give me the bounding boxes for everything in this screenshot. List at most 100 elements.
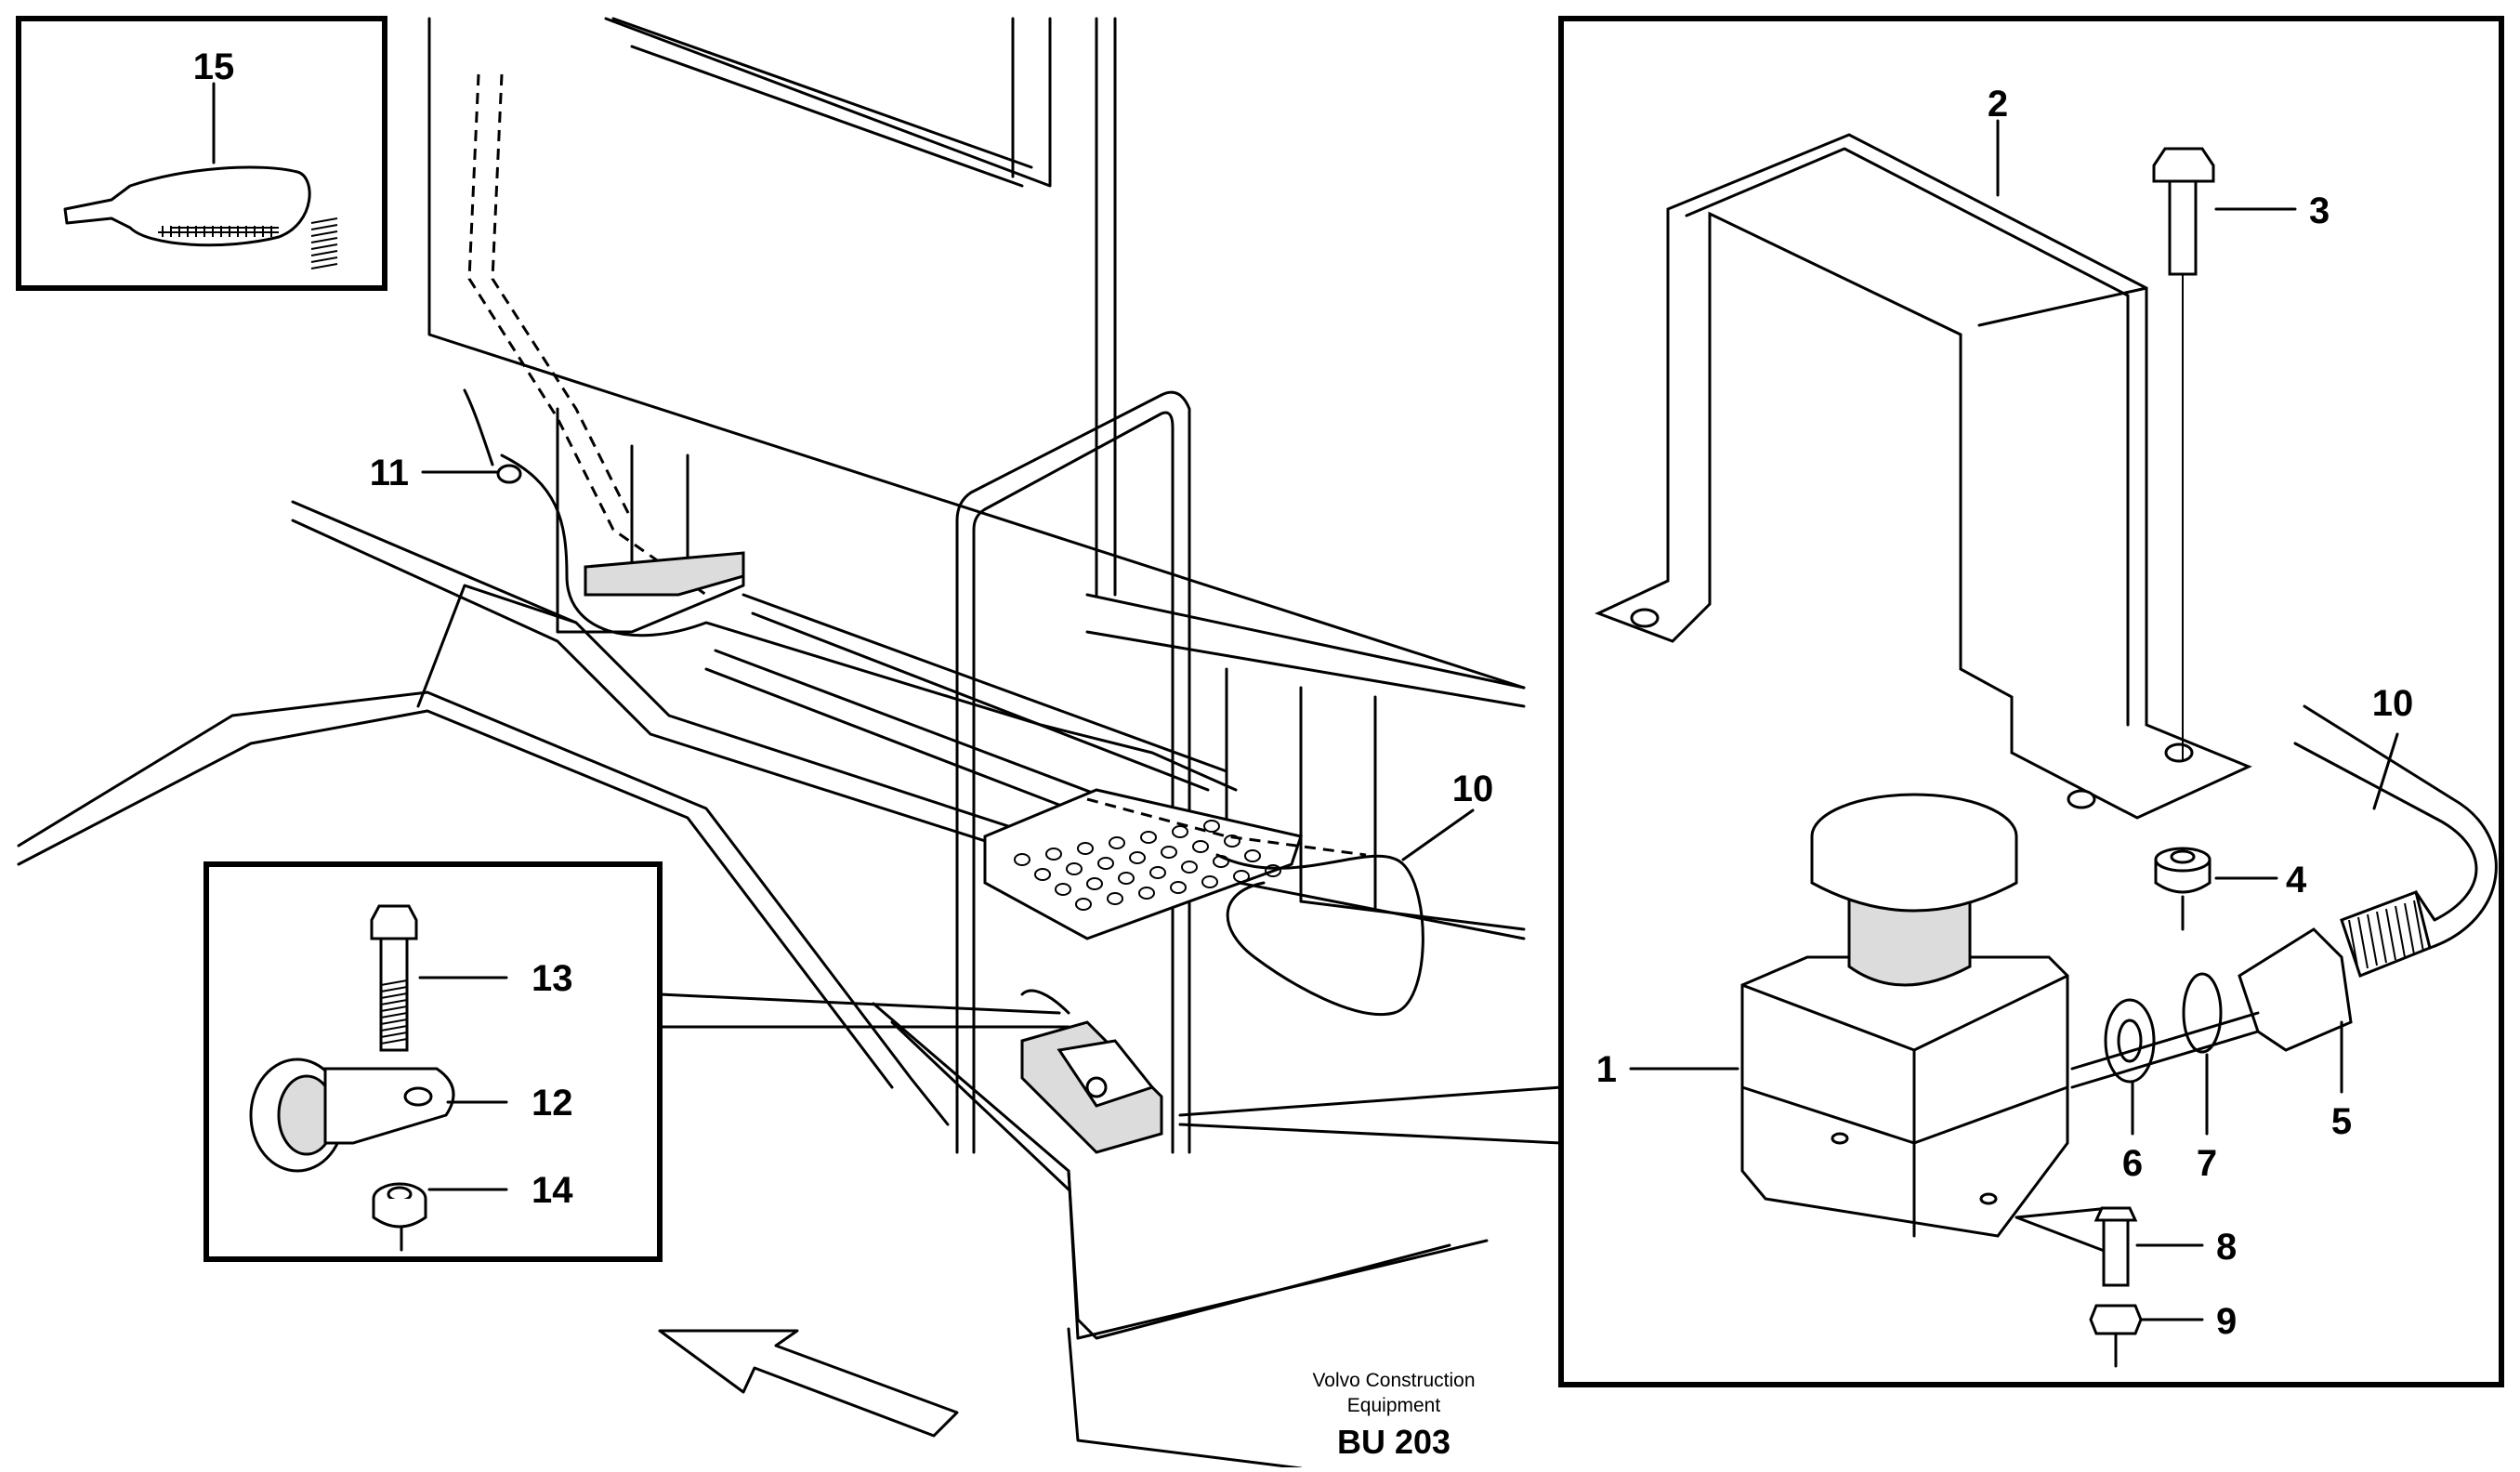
- leader-detail-right-a: [1178, 1085, 1563, 1117]
- switch-knob-cap: [1810, 836, 2018, 913]
- window-band: [611, 17, 1033, 188]
- thread-line: [310, 250, 338, 256]
- cable-hidden-upper: [467, 73, 707, 597]
- platform-rail: [742, 593, 1228, 792]
- fender-outline-2: [17, 709, 894, 1089]
- switch-screw-b: [1979, 1192, 1998, 1205]
- plate-hole: [1161, 846, 1177, 859]
- callout-10-left: 10: [1452, 769, 1494, 809]
- callout-11: 11: [370, 453, 409, 493]
- step-plate: [983, 788, 1303, 940]
- plate-hole: [1014, 853, 1030, 866]
- main-cable: [500, 453, 1238, 792]
- thread-line: [2376, 911, 2387, 964]
- callout-2: 2: [1988, 84, 2008, 125]
- plate-hole: [1244, 849, 1261, 862]
- credit-line-2: Equipment: [1347, 1395, 1441, 1416]
- bolt-8-shank: [2102, 1218, 2130, 1287]
- plate-hole: [1077, 842, 1094, 855]
- callout-6: 6: [2122, 1143, 2143, 1184]
- leader-10-right: [2372, 732, 2399, 810]
- plate-hole: [1192, 840, 1209, 853]
- callout-14: 14: [532, 1170, 573, 1211]
- plate-hole: [1149, 866, 1166, 879]
- plate-hole: [1172, 825, 1188, 838]
- bracket-2-inner: [1685, 147, 2130, 727]
- callout-15: 15: [193, 46, 235, 87]
- cable-hidden-upper-2: [491, 73, 634, 521]
- plate-hole: [1086, 877, 1103, 890]
- direction-arrow: [658, 1329, 959, 1438]
- plate-hole: [1138, 887, 1155, 900]
- callout-10-right: 10: [2372, 683, 2414, 724]
- thread-line: [2404, 902, 2415, 955]
- step-plate-holes: [1014, 820, 1281, 911]
- detail-box-clamp: 13 12 14: [203, 861, 663, 1262]
- leader-detail-left-a: [658, 992, 1061, 1015]
- cable-tie-teeth: [158, 227, 279, 233]
- thread-line: [2385, 908, 2396, 961]
- nut-14-hole: [387, 1186, 413, 1203]
- thread-line: [380, 986, 408, 992]
- detail-box-clamp-frame: [203, 861, 663, 1262]
- leader-10-left: [1401, 808, 1475, 861]
- callout-12: 12: [532, 1083, 573, 1124]
- bracket-2: [1595, 133, 2252, 820]
- plate-hole: [1045, 848, 1062, 861]
- switch-bolt-mounted: [1085, 1076, 1108, 1098]
- bracket-2-edge: [1977, 286, 2148, 327]
- callout-8: 8: [2216, 1227, 2237, 1268]
- fitting-5-thread: [2348, 900, 2424, 972]
- plate-hole: [1201, 875, 1218, 888]
- callout-1: 1: [1596, 1049, 1617, 1090]
- plate-hole: [1265, 864, 1281, 877]
- bolt-13-shank: [379, 937, 409, 1052]
- bolt-3-head: [2152, 147, 2215, 183]
- thread-line: [310, 263, 338, 269]
- plate-hole: [1055, 883, 1071, 896]
- bolt-3-shank: [2168, 179, 2198, 276]
- cab-sill-lower: [1085, 630, 1526, 708]
- plate-hole: [1170, 881, 1187, 894]
- ladder-lower: [872, 1002, 1451, 1340]
- callout-7: 7: [2197, 1143, 2217, 1184]
- plate-hole: [1181, 861, 1198, 874]
- thread-line: [310, 256, 338, 263]
- thread-line: [310, 230, 338, 237]
- detail-box-switch: 2 3 4 5 6 7 8 9 1 10: [310, 16, 2504, 1387]
- thread-line: [380, 1012, 408, 1019]
- plate-hole: [1233, 870, 1250, 883]
- plate-hole: [1118, 872, 1135, 885]
- cable-hidden-loop: [1086, 797, 1367, 857]
- thread-line: [310, 237, 338, 243]
- plate-hole: [1034, 868, 1051, 881]
- thread-line: [380, 979, 408, 986]
- ladder-lower-2: [890, 1020, 1080, 1340]
- thread-line: [380, 1032, 408, 1038]
- grab-handle-outer: [955, 390, 1191, 1154]
- cable-sensor-11: [496, 464, 522, 484]
- switch-screw-a: [1831, 1132, 1849, 1145]
- leader-detail-right-b: [1178, 1123, 1563, 1145]
- bolt-13-thread: [380, 979, 408, 1045]
- nut-4-hole: [2170, 849, 2196, 864]
- callout-13: 13: [532, 958, 573, 999]
- cable-to-sensor: [463, 388, 494, 467]
- plate-hole: [1140, 831, 1157, 844]
- credit-line-1: Volvo Construction: [1312, 1370, 1475, 1391]
- cable-10-right: [2293, 742, 2478, 922]
- callout-4: 4: [2286, 860, 2307, 900]
- bolt-13-head: [370, 904, 418, 940]
- o-ring-7: [2182, 972, 2223, 1054]
- ladder-leg: [1067, 1327, 1303, 1470]
- detail-box-15-frame: [16, 16, 387, 291]
- platform-base: [1299, 900, 1526, 931]
- switch-body-1-edges: [1740, 974, 2069, 1238]
- thread-line: [2357, 916, 2369, 969]
- thread-line: [2367, 913, 2378, 966]
- callout-3: 3: [2309, 191, 2330, 231]
- ladder-bottom-rail: [1076, 1239, 1489, 1340]
- plate-hole: [1203, 820, 1220, 833]
